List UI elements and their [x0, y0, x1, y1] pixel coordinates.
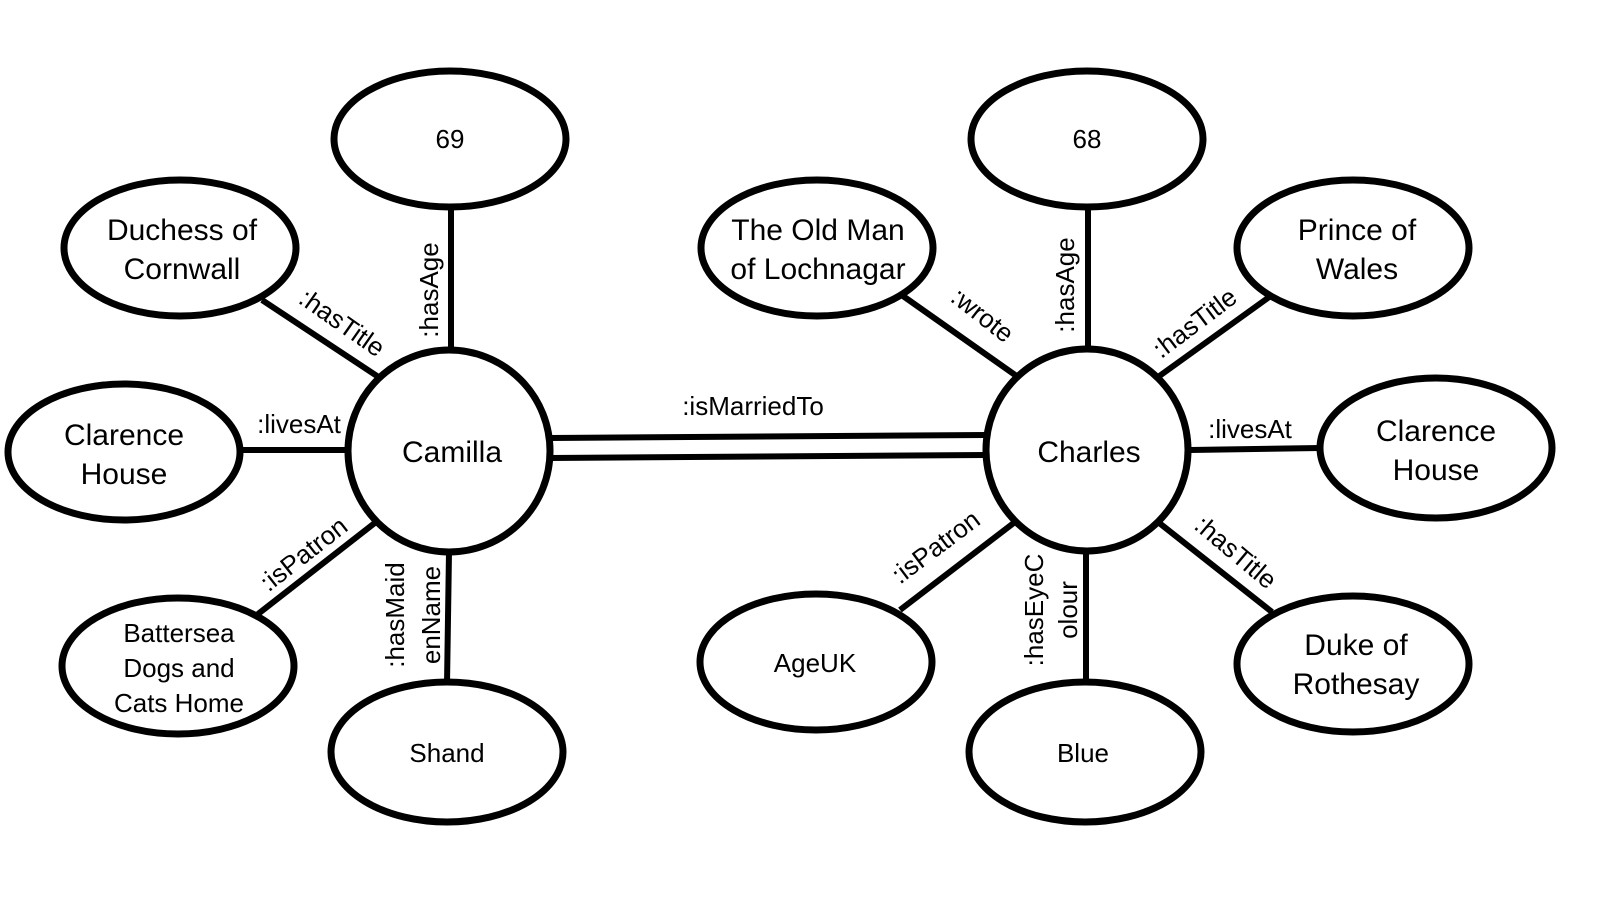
- node-charles-eye: [965, 678, 1205, 826]
- node-label-camilla-home: Clarence: [64, 419, 184, 452]
- edge-label-camilla-maiden: :hasMaid: [380, 562, 410, 668]
- edge-label-charles-eye: olour: [1053, 581, 1083, 639]
- node-label-camilla-title: Cornwall: [124, 253, 241, 286]
- edge-label-camilla-hasage: :hasAge: [414, 242, 444, 337]
- edge-label-charles-ispatron: :isPatron: [886, 504, 986, 590]
- node-label-charles-home: House: [1393, 454, 1480, 487]
- node-label-charles-book: of Lochnagar: [730, 253, 905, 286]
- node-label-charles-patron: AgeUK: [774, 648, 857, 678]
- node-camilla-home: [4, 380, 244, 524]
- node-label-camilla: Camilla: [402, 436, 502, 469]
- node-label-camilla-patron: Dogs and: [123, 653, 234, 683]
- edge-charles-wrote: [901, 293, 1020, 380]
- node-camilla-patron: [58, 594, 298, 738]
- node-charles-title-rothesay: [1233, 592, 1473, 736]
- node-charles-home: [1316, 374, 1556, 522]
- node-label-charles-title-rothesay: Rothesay: [1293, 668, 1420, 701]
- node-label-camilla-maiden: Shand: [409, 738, 484, 768]
- edge-married-double-line: [549, 432, 987, 461]
- node-camilla-age: [330, 67, 570, 211]
- node-label-camilla-patron: Battersea: [123, 618, 235, 648]
- node-label-charles-title-wales: Prince of: [1298, 214, 1417, 247]
- node-charles-patron: [696, 590, 936, 734]
- edge-label-camilla-livesat: :livesAt: [257, 409, 342, 439]
- node-label-charles-title-wales: Wales: [1316, 253, 1398, 286]
- node-label-camilla-home: House: [81, 458, 168, 491]
- node-camilla-title: [60, 176, 300, 320]
- edge-camilla-ispatron: [256, 519, 378, 617]
- node-label-charles-age: 68: [1073, 124, 1102, 154]
- edge-camilla-hasmaidenname: [444, 551, 452, 685]
- edge-label-charles-livesat: :livesAt: [1208, 414, 1293, 444]
- node-label-charles-title-rothesay: Duke of: [1304, 629, 1408, 662]
- edge-camilla-hastitle: [260, 297, 382, 381]
- node-label-charles: Charles: [1037, 436, 1140, 469]
- edge-label-charles-eye: :hasEyeC: [1019, 554, 1049, 667]
- node-label-charles-eye: Blue: [1057, 738, 1109, 768]
- node-charles-title-wales: [1233, 176, 1473, 320]
- node-camilla-maiden: [327, 678, 567, 826]
- node-label-charles-home: Clarence: [1376, 415, 1496, 448]
- edge-label-charles-wrote: :wrote: [945, 281, 1019, 348]
- edge-charles-ispatron: [898, 519, 1017, 613]
- edge-charles-hastitle-rothesay: [1156, 519, 1274, 615]
- edge-charles-hastitle-wales: [1156, 292, 1274, 380]
- node-charles-age: [967, 67, 1207, 211]
- node-charles: [982, 345, 1192, 555]
- node-camilla: [344, 346, 554, 556]
- node-label-camilla-title: Duchess of: [107, 214, 258, 247]
- node-label-camilla-patron: Cats Home: [114, 688, 244, 718]
- edge-label-camilla-maiden: enName: [416, 566, 446, 664]
- edge-label-married: :isMarriedTo: [682, 391, 824, 421]
- node-label-charles-book: The Old Man: [731, 214, 904, 247]
- node-label-camilla-age: 69: [436, 124, 465, 154]
- edge-charles-livesat: [1189, 445, 1321, 453]
- node-charles-book: [697, 176, 937, 320]
- edge-label-charles-hasage: :hasAge: [1050, 237, 1080, 332]
